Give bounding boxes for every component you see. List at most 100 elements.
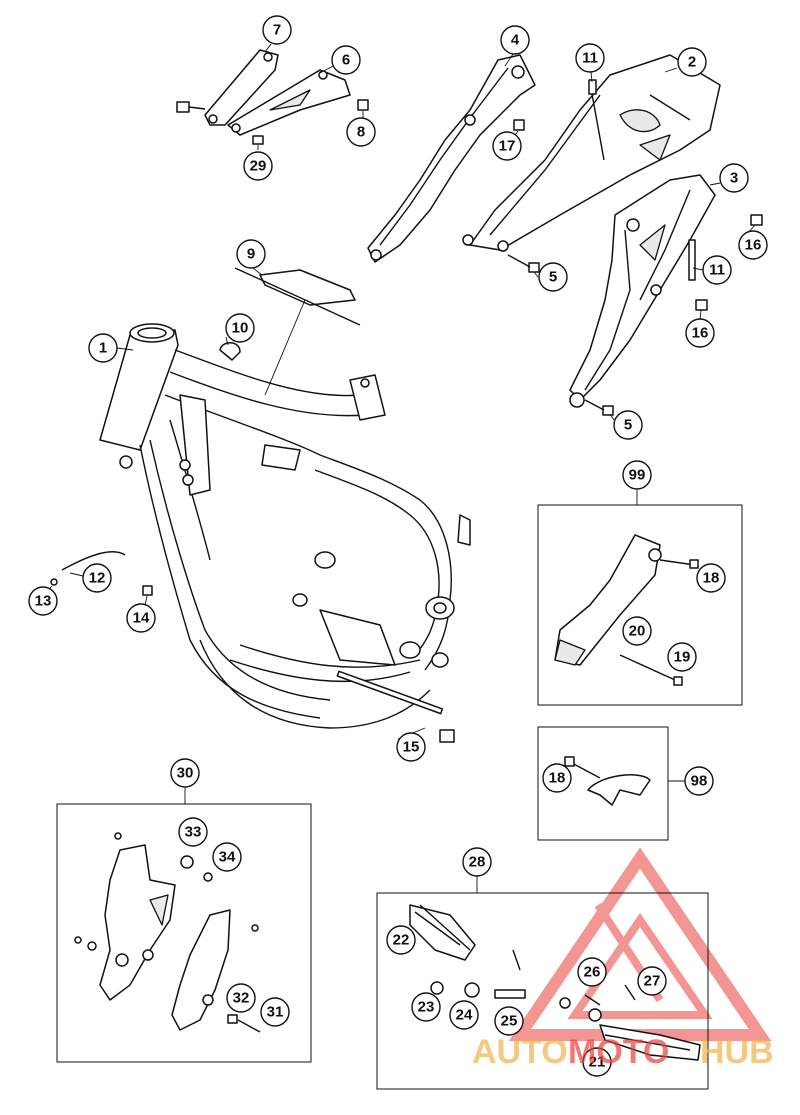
svg-text:1: 1 (99, 340, 107, 357)
svg-text:24: 24 (456, 1007, 473, 1024)
watermark-logo (508, 847, 772, 1041)
callout-28: 28 (462, 847, 492, 877)
callout-13: 13 (28, 586, 58, 616)
svg-text:18: 18 (703, 570, 720, 587)
footrests-drawing (409, 904, 701, 1061)
watermark-text: AUTO MOTO HUB (472, 1033, 774, 1071)
svg-text:9: 9 (247, 246, 255, 263)
callout-15: 15 (396, 732, 426, 762)
callout-11-upper: 11 (575, 43, 605, 73)
callout-11-lower: 11 (702, 255, 732, 285)
svg-text:26: 26 (584, 964, 601, 981)
callout-31: 31 (260, 997, 290, 1027)
callout-12: 12 (82, 563, 112, 593)
group-box-98 (537, 726, 669, 841)
callout-2: 2 (677, 47, 707, 77)
callout-34: 34 (212, 842, 242, 872)
svg-text:17: 17 (499, 138, 516, 155)
group-box-30 (56, 803, 312, 1063)
svg-text:31: 31 (267, 1004, 284, 1021)
svg-text:30: 30 (177, 765, 194, 782)
callout-8: 8 (346, 117, 376, 147)
svg-text:14: 14 (133, 610, 150, 627)
callout-32: 32 (226, 983, 256, 1013)
svg-text:8: 8 (357, 124, 365, 141)
callout-30: 30 (170, 758, 200, 788)
frame-guards-drawing (74, 832, 261, 1033)
svg-text:33: 33 (185, 824, 202, 841)
callout-19: 19 (667, 642, 697, 672)
svg-text:HUB: HUB (700, 1033, 774, 1071)
leader-lines (42, 43, 756, 893)
callout-99: 99 (622, 460, 652, 490)
subframe-main-drawing (462, 54, 721, 252)
callout-22: 22 (386, 925, 416, 955)
callout-5-upper: 5 (538, 262, 568, 292)
callout-9: 9 (236, 239, 266, 269)
subframe-lower-drawing (569, 174, 716, 408)
callout-7: 7 (262, 15, 292, 45)
callout-16-upper: 16 (738, 230, 768, 260)
svg-text:15: 15 (403, 739, 420, 756)
svg-text:32: 32 (233, 990, 250, 1007)
callout-18-group99: 18 (696, 563, 726, 593)
svg-text:22: 22 (393, 932, 410, 949)
svg-text:19: 19 (674, 649, 691, 666)
svg-text:16: 16 (692, 325, 709, 342)
callout-5-lower: 5 (613, 410, 643, 440)
callout-16-lower: 16 (685, 318, 715, 348)
callout-33: 33 (178, 817, 208, 847)
svg-text:11: 11 (582, 50, 598, 67)
svg-text:5: 5 (549, 269, 557, 286)
svg-text:99: 99 (629, 467, 646, 484)
callout-10: 10 (225, 313, 255, 343)
group-box-99 (537, 504, 743, 706)
small-bracket-drawing (564, 756, 651, 806)
svg-text:20: 20 (629, 623, 646, 640)
callout-4: 4 (500, 25, 530, 55)
callout-98: 98 (684, 766, 714, 796)
svg-text:34: 34 (219, 849, 236, 866)
svg-text:29: 29 (250, 158, 267, 175)
svg-text:3: 3 (730, 170, 738, 187)
svg-text:12: 12 (89, 570, 106, 587)
main-frame-drawing (99, 323, 471, 729)
callout-24: 24 (449, 1000, 479, 1030)
svg-text:25: 25 (501, 1013, 518, 1030)
callout-20: 20 (622, 616, 652, 646)
callout-1: 1 (88, 333, 118, 363)
svg-text:MOTO: MOTO (568, 1033, 669, 1071)
callout-23: 23 (411, 992, 441, 1022)
svg-text:2: 2 (688, 54, 696, 71)
svg-text:5: 5 (624, 417, 632, 434)
callout-21: 21 (582, 1047, 612, 1077)
callout-27: 27 (637, 966, 667, 996)
callout-25: 25 (494, 1006, 524, 1036)
callout-6: 6 (331, 45, 361, 75)
svg-text:11: 11 (709, 262, 725, 279)
callout-17: 17 (492, 131, 522, 161)
svg-text:21: 21 (589, 1054, 606, 1071)
callout-26: 26 (577, 957, 607, 987)
subframe-left-drawing (367, 54, 536, 263)
svg-text:98: 98 (691, 773, 708, 790)
svg-text:28: 28 (469, 854, 486, 871)
svg-text:23: 23 (418, 999, 435, 1016)
svg-text:7: 7 (273, 22, 281, 39)
svg-text:27: 27 (644, 973, 661, 990)
svg-text:18: 18 (549, 770, 566, 787)
svg-text:4: 4 (511, 32, 520, 49)
callout-18-group98: 18 (542, 763, 572, 793)
callout-29: 29 (243, 151, 273, 181)
hardware-drawings (50, 49, 763, 743)
svg-text:10: 10 (232, 320, 249, 337)
callout-3: 3 (719, 163, 749, 193)
svg-text:AUTO: AUTO (472, 1033, 568, 1071)
group-box-28 (376, 892, 709, 1090)
callout-14: 14 (126, 603, 156, 633)
kickstand-bracket-drawing (554, 534, 699, 686)
svg-text:13: 13 (35, 593, 52, 610)
svg-text:16: 16 (745, 237, 762, 254)
svg-text:6: 6 (342, 52, 350, 69)
